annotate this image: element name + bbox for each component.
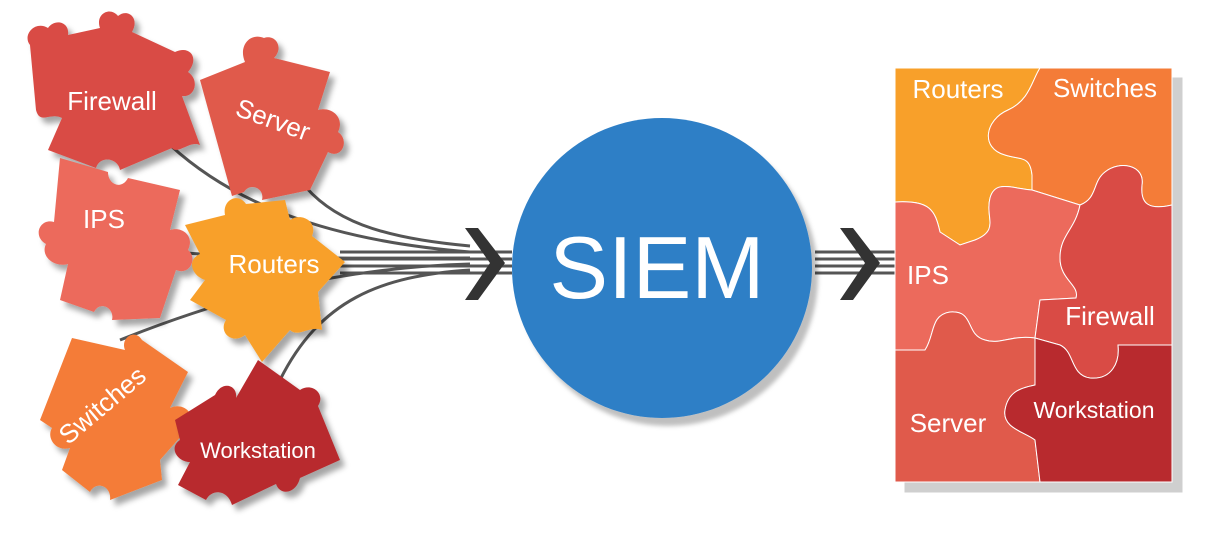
chevron-right-icon: [465, 228, 505, 300]
source-label-firewall: Firewall: [67, 86, 157, 116]
puzzle-piece-routers: Routers: [185, 198, 345, 362]
assembled-piece-workstation: [1004, 337, 1173, 483]
source-label-ips: IPS: [83, 204, 125, 234]
puzzle-piece-icon: [38, 158, 193, 320]
assembled-label-routers: Routers: [912, 74, 1003, 104]
puzzle-piece-firewall: Firewall: [27, 11, 201, 170]
siem-circle: [512, 118, 812, 418]
assembled-label-workstation: Workstation: [1033, 397, 1154, 423]
puzzle-piece-icon: [200, 36, 344, 200]
assembled-label-switches: Switches: [1053, 73, 1157, 103]
chevron-right-icon: [840, 228, 880, 300]
source-label-workstation: Workstation: [200, 438, 316, 463]
puzzle-piece-icon: [174, 360, 340, 505]
source-label-routers: Routers: [228, 249, 319, 279]
assembled-label-ips: IPS: [907, 260, 949, 290]
cable-straight-right: [815, 250, 895, 275]
assembled-label-firewall: Firewall: [1065, 301, 1155, 331]
assembled-puzzle: Routers Switches IPS Firewall Server Wor…: [894, 67, 1173, 483]
puzzle-piece-ips: IPS: [38, 158, 193, 320]
puzzle-piece-workstation: Workstation: [174, 360, 340, 505]
puzzle-piece-switches: Switches: [40, 334, 192, 500]
puzzle-piece-icon: [185, 198, 345, 362]
puzzle-piece-icon: [27, 11, 201, 170]
puzzle-piece-icon: [40, 334, 192, 500]
puzzle-piece-server: Server: [200, 36, 344, 200]
assembled-label-server: Server: [910, 408, 987, 438]
siem-label: SIEM: [549, 218, 764, 317]
